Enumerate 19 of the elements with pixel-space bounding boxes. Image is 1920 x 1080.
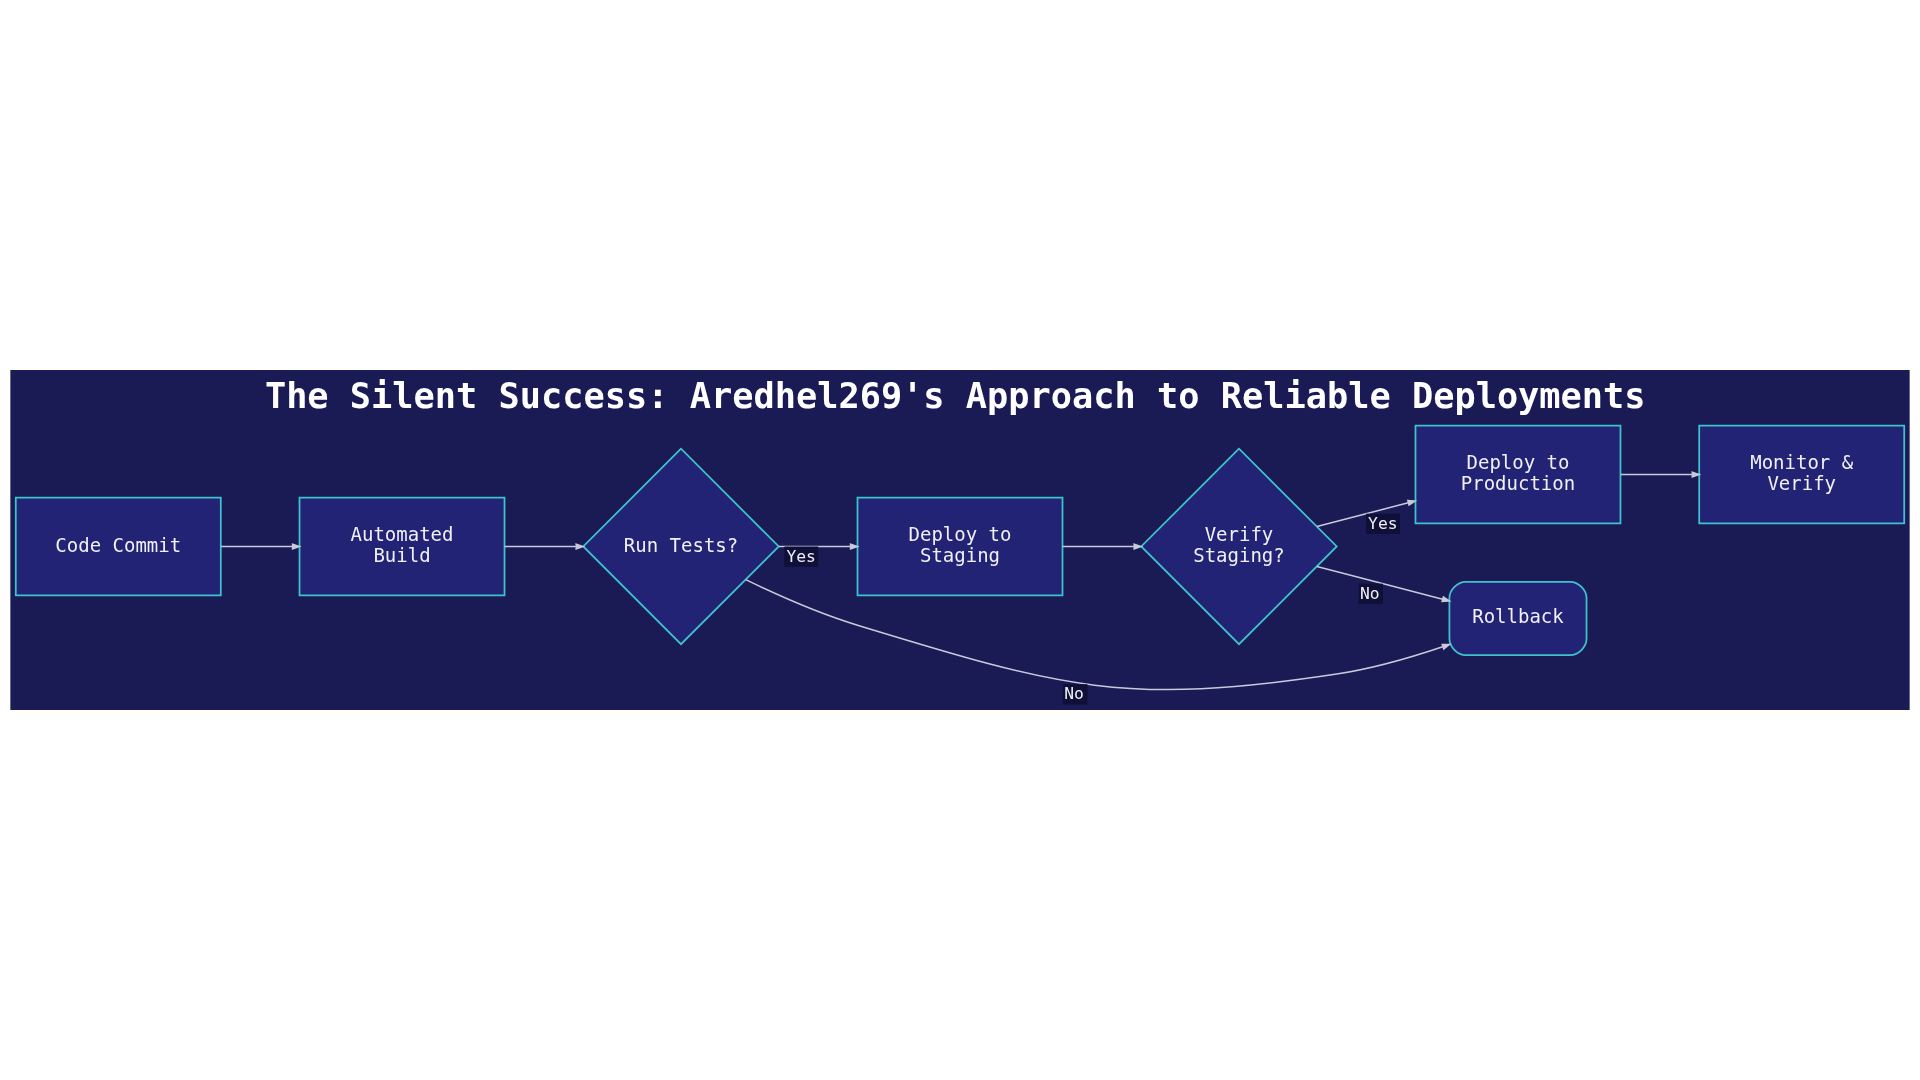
arrow xyxy=(1316,499,1418,528)
node-box: Deploy to Staging xyxy=(856,496,1064,597)
diagram-title: The Silent Success: Aredhel269's Approach to Reliable Deployments xyxy=(264,374,1646,416)
arrow xyxy=(745,578,1452,691)
node-box: Rollback xyxy=(1448,580,1588,656)
arrow xyxy=(1061,543,1144,550)
edge-label: Yes xyxy=(1368,513,1398,533)
edge-label: No xyxy=(1064,684,1084,704)
edge-label: Yes xyxy=(786,546,816,566)
node-diamond: Verify Staging? xyxy=(1140,447,1338,646)
node-box: Deploy to Production xyxy=(1414,424,1622,525)
node-box: Automated Build xyxy=(298,496,506,597)
arrow xyxy=(220,543,302,550)
node-diamond: Run Tests? xyxy=(582,447,780,646)
edge-label: No xyxy=(1359,583,1380,603)
node-box: Code Commit xyxy=(14,496,222,597)
arrow xyxy=(1620,471,1702,478)
node-box: Monitor & Verify xyxy=(1698,424,1906,525)
arrow xyxy=(503,543,586,550)
